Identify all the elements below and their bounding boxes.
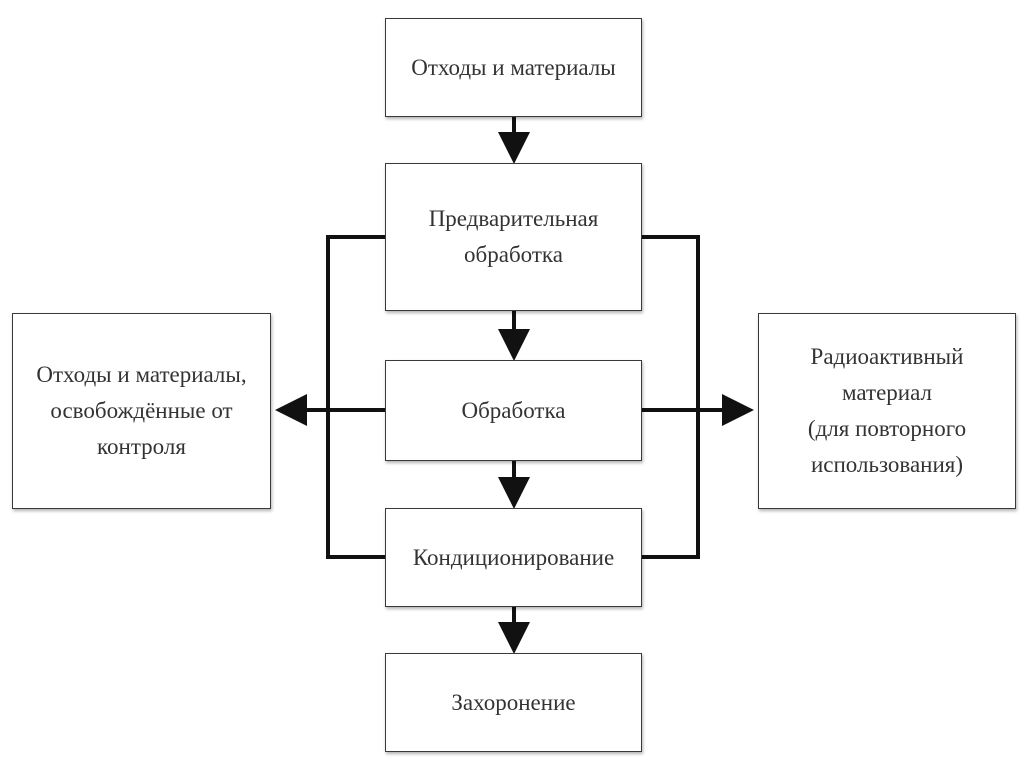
box-disposal: Захоронение (385, 653, 642, 752)
box-treatment-line-1: Обработка (461, 397, 566, 423)
box-conditioning-line-1: Кондиционирование (412, 544, 615, 570)
box-reuse-line-1: Радиоактивный материал (810, 344, 964, 405)
box-released-line-1: Отходы и материалы, (36, 362, 247, 387)
box-released-line-3: контроля (97, 434, 186, 459)
box-conditioning: Кондиционирование (385, 508, 642, 607)
box-pretreatment-line-1: Предварительная (428, 206, 599, 231)
box-reuse-line-2: (для повторного (807, 416, 967, 441)
box-disposal-line-1: Захоронение (451, 689, 576, 715)
right-bracket-line (642, 235, 700, 559)
box-input-waste: Отходы и материалы (385, 18, 642, 117)
box-pretreatment-line-2: обработка (464, 242, 563, 267)
box-released-materials: Отходы и материалы, освобождённые от кон… (12, 313, 271, 509)
box-pretreatment: Предварительная обработка (385, 163, 642, 311)
box-reuse-material: Радиоактивный материал (для повторного и… (758, 313, 1016, 509)
box-reuse-line-3: использования) (810, 452, 964, 477)
box-input-waste-line-1: Отходы и материалы (411, 54, 616, 80)
left-bracket-line (326, 235, 385, 559)
box-released-line-2: освобождённые от (50, 398, 233, 423)
box-treatment: Обработка (385, 360, 642, 461)
